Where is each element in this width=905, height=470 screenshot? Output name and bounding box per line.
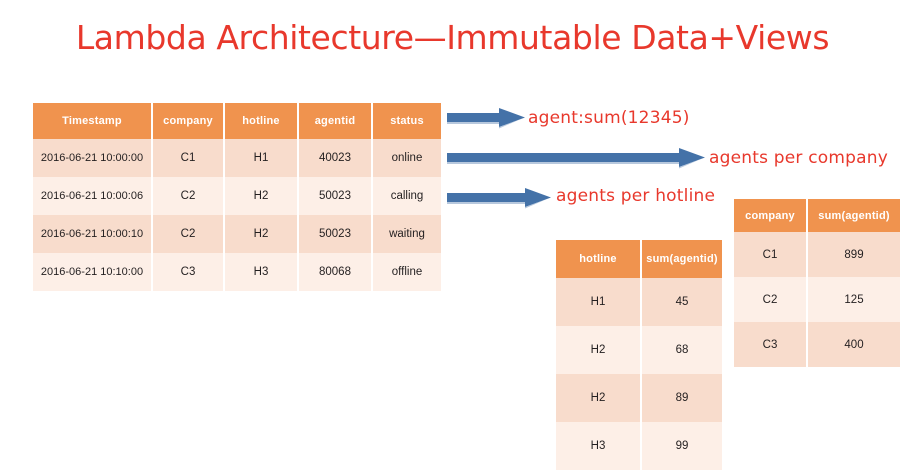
table-header-row: hotline sum(agentid) [556, 240, 722, 278]
cell-hotline: H2 [556, 374, 642, 422]
cell-sum-agentid: 45 [641, 278, 722, 326]
cell-company: C3 [152, 253, 225, 291]
table-row: H3 99 [556, 422, 722, 470]
column-header-status: status [372, 103, 441, 139]
cell-agentid: 40023 [298, 139, 373, 177]
table-row: H2 89 [556, 374, 722, 422]
column-header-agentid: agentid [298, 103, 373, 139]
master-data-table: Timestamp company hotline agentid status… [33, 103, 441, 291]
cell-hotline: H3 [224, 253, 299, 291]
cell-timestamp: 2016-06-21 10:00:06 [33, 177, 153, 215]
column-header-hotline: hotline [224, 103, 299, 139]
column-header-timestamp: Timestamp [33, 103, 153, 139]
table-row: H1 45 [556, 278, 722, 326]
cell-company: C2 [152, 215, 225, 253]
cell-hotline: H1 [556, 278, 642, 326]
cell-status: waiting [372, 215, 441, 253]
column-header-company: company [152, 103, 225, 139]
cell-sum-agentid: 125 [807, 277, 900, 322]
cell-agentid: 50023 [298, 177, 373, 215]
cell-sum-agentid: 400 [807, 322, 900, 367]
table-header-row: company sum(agentid) [734, 199, 900, 232]
table-row: 2016-06-21 10:00:06 C2 H2 50023 calling [33, 177, 441, 215]
table-row: C2 125 [734, 277, 900, 322]
cell-sum-agentid: 89 [641, 374, 722, 422]
cell-sum-agentid: 99 [641, 422, 722, 470]
cell-timestamp: 2016-06-21 10:00:10 [33, 215, 153, 253]
cell-status: calling [372, 177, 441, 215]
hotline-view-table: hotline sum(agentid) H1 45 H2 68 H2 89 H… [556, 240, 722, 470]
annotation-agent-sum: agent:sum(12345) [528, 108, 690, 128]
cell-company: C1 [734, 232, 808, 277]
table-row: 2016-06-21 10:10:00 C3 H3 80068 offline [33, 253, 441, 291]
slide-canvas: Lambda Architecture—Immutable Data+Views… [33, 18, 900, 470]
arrow-right-icon-per-company [447, 148, 705, 170]
arrow-right-icon-agent-sum [447, 108, 525, 130]
column-header-hotline: hotline [556, 240, 642, 278]
column-header-sum-agentid: sum(agentid) [641, 240, 722, 278]
table-row: 2016-06-21 10:00:10 C2 H2 50023 waiting [33, 215, 441, 253]
column-header-company: company [734, 199, 808, 232]
cell-company: C3 [734, 322, 808, 367]
cell-timestamp: 2016-06-21 10:10:00 [33, 253, 153, 291]
table-row: C1 899 [734, 232, 900, 277]
cell-hotline: H1 [224, 139, 299, 177]
cell-hotline: H2 [224, 177, 299, 215]
table-row: C3 400 [734, 322, 900, 367]
cell-agentid: 80068 [298, 253, 373, 291]
cell-company: C2 [734, 277, 808, 322]
table-header-row: Timestamp company hotline agentid status [33, 103, 441, 139]
company-view-table: company sum(agentid) C1 899 C2 125 C3 40… [734, 199, 900, 367]
column-header-sum-agentid: sum(agentid) [807, 199, 900, 232]
cell-hotline: H2 [556, 326, 642, 374]
cell-company: C2 [152, 177, 225, 215]
cell-sum-agentid: 899 [807, 232, 900, 277]
cell-company: C1 [152, 139, 225, 177]
annotation-agents-per-company: agents per company [709, 148, 888, 168]
cell-status: offline [372, 253, 441, 291]
table-row: 2016-06-21 10:00:00 C1 H1 40023 online [33, 139, 441, 177]
cell-hotline: H3 [556, 422, 642, 470]
cell-sum-agentid: 68 [641, 326, 722, 374]
cell-timestamp: 2016-06-21 10:00:00 [33, 139, 153, 177]
arrow-right-icon-per-hotline [447, 188, 551, 210]
cell-hotline: H2 [224, 215, 299, 253]
cell-status: online [372, 139, 441, 177]
page-title: Lambda Architecture—Immutable Data+Views [75, 18, 830, 57]
annotation-agents-per-hotline: agents per hotline [556, 186, 716, 206]
cell-agentid: 50023 [298, 215, 373, 253]
table-row: H2 68 [556, 326, 722, 374]
